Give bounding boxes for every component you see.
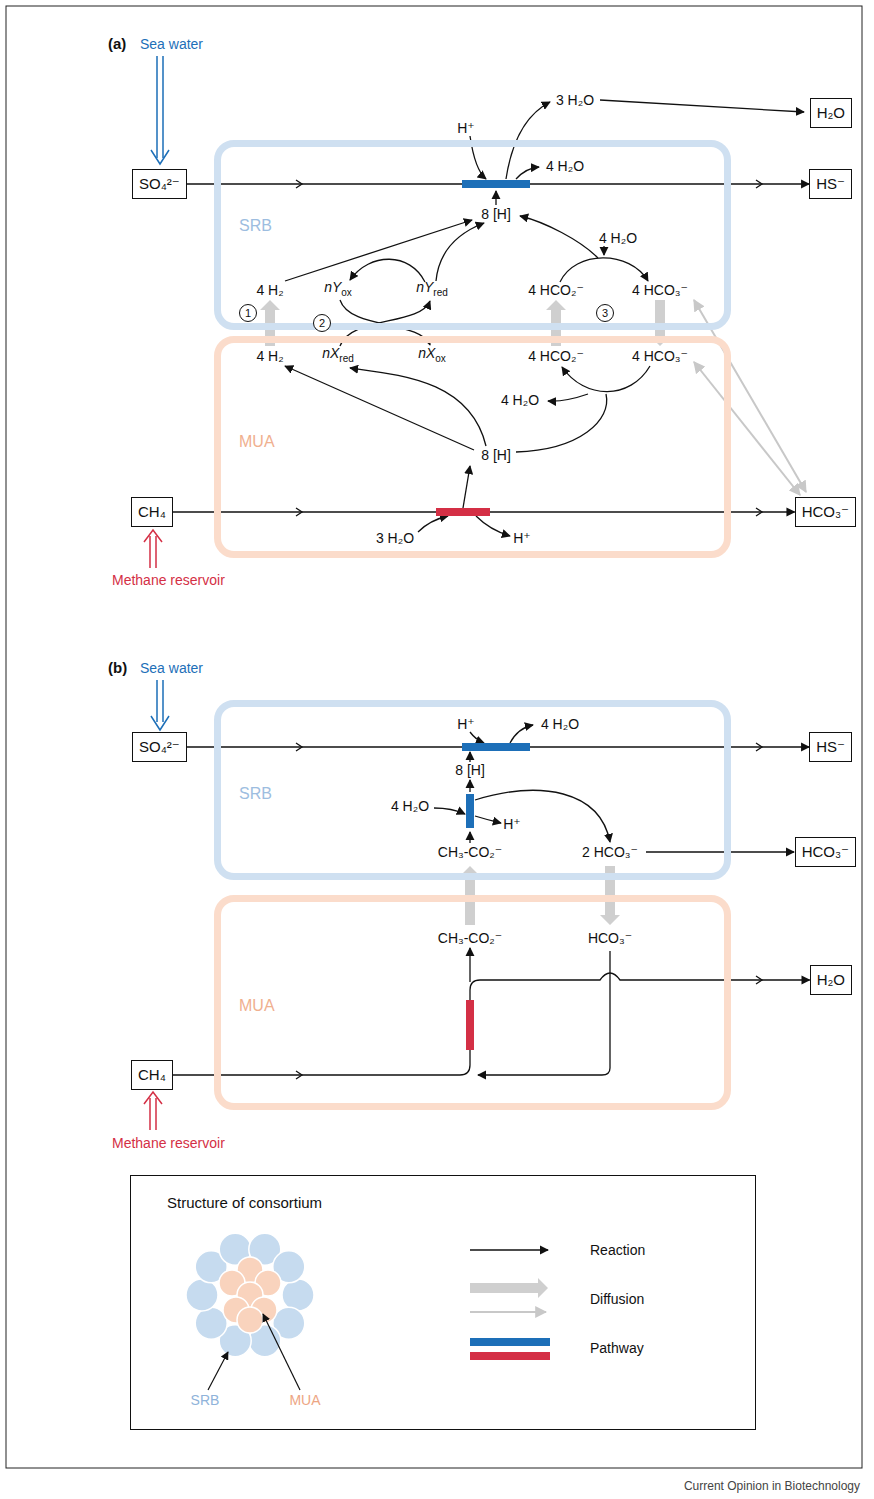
subscript: ox — [341, 287, 352, 298]
node-text: SRB — [239, 217, 272, 235]
organism-label: SRB — [191, 1392, 220, 1408]
diffusion-arrow — [260, 300, 670, 1298]
node-text: HS⁻ — [816, 738, 845, 755]
chemical-label: CH₃-CO₂⁻ — [438, 930, 502, 946]
subscript: red — [339, 353, 353, 364]
node-text: CH₄ — [138, 503, 166, 520]
flow-chevron — [296, 180, 762, 1079]
flow-connector — [173, 973, 810, 1075]
redox-carrier-label: nXox — [418, 345, 446, 367]
consortium-picture — [186, 1233, 314, 1356]
node-text: MUA — [239, 997, 275, 1015]
node-text: HCO₃⁻ — [802, 503, 849, 520]
node-text: H₂O — [817, 971, 845, 988]
chemical-label: 4 H₂O — [391, 798, 429, 814]
formula-box: SO₄²⁻ — [132, 732, 187, 762]
chemical-label: H⁺ — [457, 716, 475, 732]
label-text: nX — [418, 345, 435, 361]
panel-label: (a) — [108, 36, 126, 52]
node-text: SRB — [239, 785, 272, 803]
chemical-label: 4 HCO₂⁻ — [528, 282, 584, 298]
node-text: Structure of consortium — [167, 1194, 322, 1211]
chemical-label: 4 H₂ — [256, 348, 283, 364]
credit-line: Current Opinion in Biotechnology — [684, 1478, 860, 1494]
formula-box: HS⁻ — [809, 732, 852, 762]
diffusion-sample — [470, 1311, 546, 1313]
chemical-label: 3 H₂O — [376, 530, 414, 546]
chemical-label: 4 HCO₃⁻ — [632, 282, 688, 298]
chemical-label: 2 HCO₃⁻ — [582, 844, 638, 860]
chemical-label: 8 [H] — [481, 206, 511, 222]
chemical-label: 4 HCO₃⁻ — [632, 348, 688, 364]
label-text: nY — [416, 279, 433, 295]
organism-region: MUA — [214, 336, 731, 558]
formula-box: H₂O — [810, 965, 852, 995]
label-text: nY — [324, 279, 341, 295]
organism-region: SRB — [214, 140, 731, 330]
node-text: HS⁻ — [816, 175, 845, 192]
chemical-label: 8 [H] — [481, 447, 511, 463]
organism-label: MUA — [289, 1392, 320, 1408]
node-text: H₂O — [817, 104, 845, 121]
legend-text: Reaction — [590, 1242, 645, 1258]
chemical-label: H⁺ — [513, 530, 531, 546]
figure-frame — [6, 6, 862, 1468]
chemical-label: 4 HCO₂⁻ — [528, 348, 584, 364]
formula-box: CH₄ — [131, 497, 173, 527]
formula-box: H₂O — [810, 98, 852, 128]
methane-arrow — [144, 530, 162, 1130]
panel-label: (b) — [108, 660, 127, 676]
source-label: Methane reservoir — [112, 1135, 225, 1151]
chemical-label: 3 H₂O — [556, 92, 594, 108]
node-text: SO₄²⁻ — [139, 175, 180, 192]
formula-box: HS⁻ — [809, 169, 852, 199]
redox-carrier-label: nXred — [322, 345, 354, 367]
legend-text: Diffusion — [590, 1291, 644, 1307]
node-text: SO₄²⁻ — [139, 738, 180, 755]
chemical-label: 4 H₂O — [541, 716, 579, 732]
chemical-label: H⁺ — [503, 816, 521, 832]
organism-region: MUA — [214, 895, 731, 1110]
callout-number: 3 — [596, 304, 614, 322]
source-label: Sea water — [140, 660, 203, 676]
sea-water-arrow — [151, 56, 169, 730]
node-text: MUA — [239, 433, 275, 451]
chemical-label: 4 H₂O — [546, 158, 584, 174]
node-text: CH₄ — [138, 1066, 166, 1083]
subscript: ox — [435, 353, 446, 364]
chemical-label: H⁺ — [457, 120, 475, 136]
redox-carrier-label: nYox — [324, 279, 352, 301]
redox-carrier-label: nYred — [416, 279, 448, 301]
formula-box: CH₄ — [131, 1060, 173, 1090]
formula-box: HCO₃⁻ — [795, 497, 856, 527]
leader-arrow — [208, 1314, 300, 1390]
chemical-label: CH₃-CO₂⁻ — [438, 844, 502, 860]
chemical-label: HCO₃⁻ — [588, 930, 632, 946]
node-text: HCO₃⁻ — [802, 843, 849, 860]
reaction-sample — [470, 1249, 548, 1250]
chemical-label: 4 H₂ — [256, 282, 283, 298]
label-text: nX — [322, 345, 339, 361]
chemical-label: 4 H₂O — [599, 230, 637, 246]
chemical-label: 4 H₂O — [501, 392, 539, 408]
formula-box: HCO₃⁻ — [795, 837, 856, 867]
source-label: Methane reservoir — [112, 572, 225, 588]
legend-text: Pathway — [590, 1340, 644, 1356]
callout-number: 1 — [239, 304, 257, 322]
formula-box: SO₄²⁻ — [132, 169, 187, 199]
legend-box: Structure of consortium — [130, 1175, 756, 1430]
callout-number: 2 — [313, 314, 331, 332]
chemical-label: 8 [H] — [455, 762, 485, 778]
source-label: Sea water — [140, 36, 203, 52]
subscript: red — [433, 287, 447, 298]
